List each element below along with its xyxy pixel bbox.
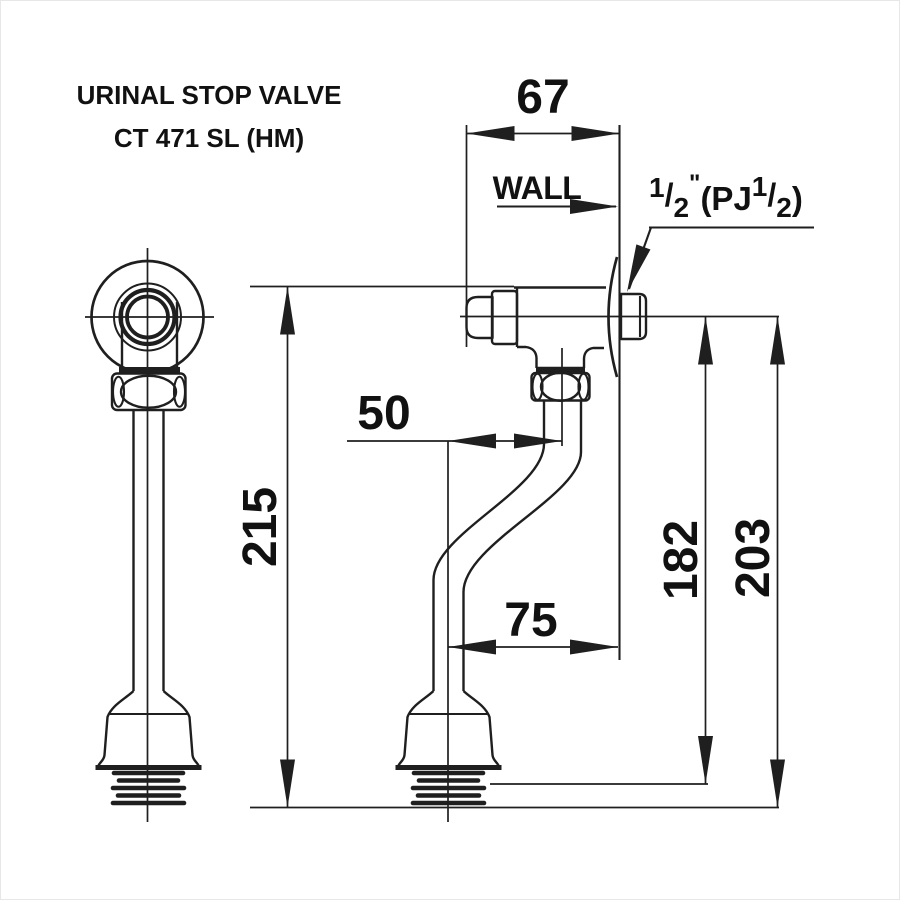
arrowhead-up xyxy=(698,316,713,365)
arrowhead-right xyxy=(570,639,618,655)
leader-arrowhead xyxy=(627,244,651,292)
bell-right-contour xyxy=(462,690,501,768)
dimension-wall-offset: 67 xyxy=(465,71,620,347)
arrowhead-right xyxy=(571,126,620,141)
arrowhead-up xyxy=(280,286,295,335)
inlet-outer-ring xyxy=(118,287,177,347)
dimensions: 67 WALL 1/2"(PJ1/2) 215 xyxy=(234,71,814,809)
arrowhead-left xyxy=(448,433,496,449)
dimension-height-to-thread: 182 xyxy=(490,316,713,785)
wall-arrowhead xyxy=(570,199,618,214)
dimension-value: 67 xyxy=(516,71,569,124)
thread-spec-callout: 1/2"(PJ1/2) xyxy=(627,170,814,292)
arrowhead-left xyxy=(466,126,515,141)
wall-callout: WALL xyxy=(493,170,618,214)
arrowhead-down xyxy=(770,759,785,808)
valve-dome-circle xyxy=(113,282,182,352)
arrowhead-right xyxy=(514,433,562,449)
nut-face-ellipse xyxy=(539,371,582,402)
dimension-value: 203 xyxy=(727,518,780,598)
dimension-value: 50 xyxy=(357,387,410,440)
nut-right-facet xyxy=(172,375,187,408)
front-hex-nut xyxy=(110,367,187,412)
arrowhead-left xyxy=(448,639,496,655)
s-pipe-left-edge xyxy=(432,401,546,691)
nut-right-facet xyxy=(577,372,590,401)
dimension-value: 182 xyxy=(655,520,708,600)
dimension-overall-height: 215 xyxy=(234,285,779,809)
arrowhead-down xyxy=(698,736,713,784)
nut-left-facet xyxy=(531,372,544,401)
dimension-value: 215 xyxy=(234,487,287,567)
wall-label: WALL xyxy=(493,170,582,206)
dimension-height-to-outlet-end: 203 xyxy=(727,316,785,808)
male-thread-fitting xyxy=(619,292,648,341)
arrowhead-up xyxy=(770,316,785,365)
front-outlet-threads xyxy=(110,770,187,806)
bell-right-contour xyxy=(162,690,201,768)
nut-face-ellipse xyxy=(119,374,178,409)
wall-flange-profile xyxy=(607,256,619,378)
front-view xyxy=(85,248,214,822)
dimension-value: 75 xyxy=(504,594,557,647)
arrowhead-down xyxy=(280,759,295,808)
front-base-bell xyxy=(95,690,202,770)
nut-left-facet xyxy=(111,375,126,408)
s-pipe-right-edge xyxy=(462,401,583,691)
inlet-inner-ring xyxy=(125,294,170,340)
side-hex-nut xyxy=(530,366,591,402)
thread-fitting-outline xyxy=(619,292,648,341)
body-bottom-left-neck xyxy=(517,345,538,368)
bell-left-contour xyxy=(96,690,135,768)
bell-left-contour xyxy=(396,690,435,768)
dimension-lower-offset: 75 xyxy=(448,594,618,655)
side-view xyxy=(395,125,779,822)
dimension-upper-offset: 50 xyxy=(347,387,562,449)
body-bottom-right-neck xyxy=(582,346,604,368)
title-block: URINAL STOP VALVE CT 471 SL (HM) xyxy=(77,80,342,153)
thread-spec-label: 1/2"(PJ1/2) xyxy=(649,170,803,223)
drawing-title: URINAL STOP VALVE xyxy=(77,80,342,110)
model-number: CT 471 SL (HM) xyxy=(114,123,304,153)
